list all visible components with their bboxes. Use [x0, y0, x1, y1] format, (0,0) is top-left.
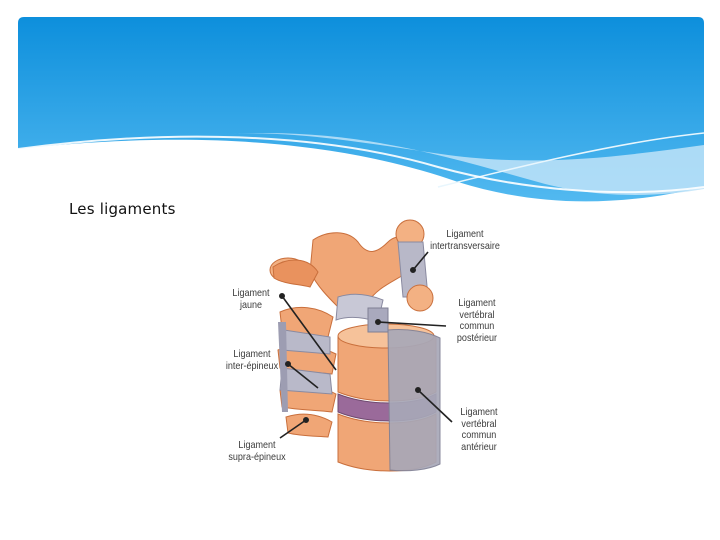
callout-supra-epineux: Ligament supra-épineux	[220, 440, 294, 463]
header-band	[18, 17, 704, 217]
callout-vertebral-anterieur: Ligament vertébral commun antérieur	[445, 407, 514, 453]
anterior-ligament	[388, 329, 440, 470]
callout-vertebral-posterieur: Ligament vertébral commun postérieur	[443, 298, 512, 344]
bullet-text: Les ligaments	[69, 200, 176, 218]
vertebral-body	[338, 308, 440, 471]
callout-inter-epineux: Ligament inter-épineux	[218, 349, 287, 372]
callout-jaune: Ligament jaune	[221, 288, 281, 311]
callout-intertransversaire: Ligament intertransversaire	[422, 229, 508, 252]
